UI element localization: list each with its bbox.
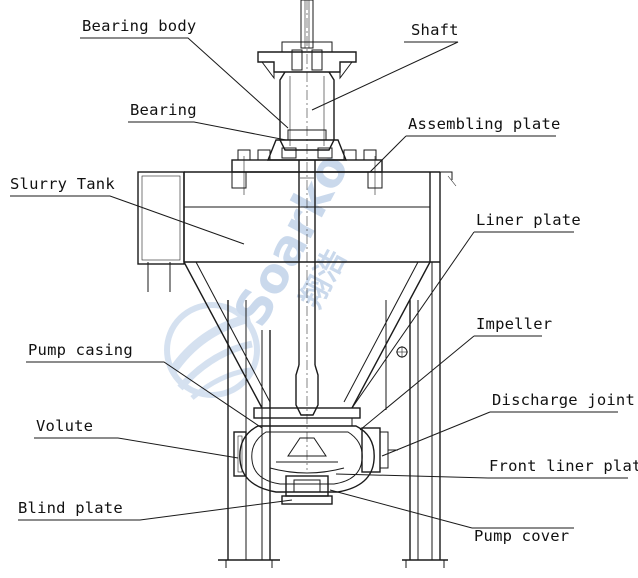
watermark: Soarko 翔浩 xyxy=(164,144,360,400)
label-impeller: Impeller xyxy=(476,315,552,333)
label-front-liner-plate: Front liner plate xyxy=(489,457,638,475)
slurry-tank-part xyxy=(137,171,457,409)
label-pump-casing: Pump casing xyxy=(28,341,133,359)
label-blind-plate: Blind plate xyxy=(18,499,123,517)
pump-casing-part xyxy=(233,407,398,505)
watermark-logo-icon xyxy=(164,302,260,400)
label-discharge-joint: Discharge joint xyxy=(492,391,635,409)
label-bearing-body: Bearing body xyxy=(82,17,196,35)
support-legs xyxy=(218,262,448,568)
label-shaft: Shaft xyxy=(411,21,459,39)
label-bearing: Bearing xyxy=(130,101,197,119)
label-volute: Volute xyxy=(36,417,93,435)
label-liner-plate: Liner plate xyxy=(476,211,581,229)
label-assembling-plate: Assembling plate xyxy=(408,115,561,133)
label-slurry-tank: Slurry Tank xyxy=(10,175,115,193)
label-pump-cover: Pump cover xyxy=(474,527,569,545)
leader-lines xyxy=(10,37,628,529)
part-labels: Bearing body Shaft Bearing Assembling pl… xyxy=(10,17,638,545)
